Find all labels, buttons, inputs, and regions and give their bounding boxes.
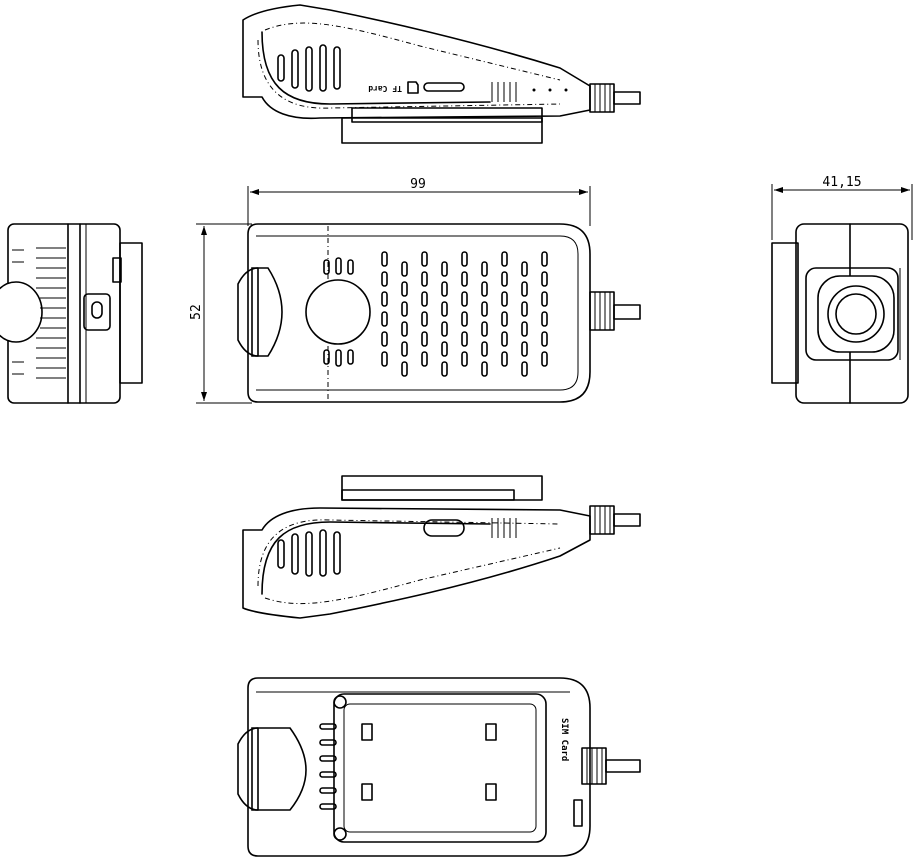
- bottom-side-view: [242, 475, 641, 619]
- vent-slot: [401, 321, 408, 337]
- sim-card-label: SIM Card: [559, 718, 569, 761]
- front-vent-slots: [381, 251, 548, 377]
- front-view: 99 52: [189, 177, 641, 404]
- bottom-vent-slots: [277, 529, 341, 577]
- dimension-depth: 41,15: [822, 175, 861, 190]
- vent-slot: [501, 311, 508, 327]
- vent-slot: [541, 311, 548, 327]
- vent-slot: [381, 291, 388, 307]
- front-led-slots: [323, 257, 354, 367]
- vent-slot: [381, 271, 388, 287]
- vent-slot: [401, 341, 408, 357]
- vent-slot: [501, 331, 508, 347]
- vent-slot: [501, 251, 508, 267]
- vent-slot: [401, 281, 408, 297]
- vent-slot: [481, 301, 488, 317]
- vent-slot: [441, 361, 448, 377]
- vent-slot: [421, 251, 428, 267]
- vent-slot: [381, 311, 388, 327]
- tf-card-label: TF Card: [368, 84, 402, 93]
- left-view: [0, 223, 143, 404]
- vent-slot: [501, 351, 508, 367]
- vent-slot: [541, 351, 548, 367]
- vent-slot: [421, 291, 428, 307]
- vent-slot: [521, 361, 528, 377]
- vent-slot: [541, 331, 548, 347]
- vent-slot: [401, 261, 408, 277]
- vent-slot: [501, 291, 508, 307]
- vent-slot: [481, 361, 488, 377]
- vent-slot: [461, 251, 468, 267]
- vent-slot: [481, 261, 488, 277]
- vent-slot: [481, 281, 488, 297]
- top-view: TF Card: [242, 4, 641, 144]
- dimension-height: 52: [189, 304, 204, 320]
- vent-slot: [501, 271, 508, 287]
- vent-slot: [481, 321, 488, 337]
- tf-card-slot: [423, 82, 465, 92]
- button-outline: [423, 519, 465, 537]
- vent-slot: [541, 251, 548, 267]
- top-grip-lines: [491, 82, 517, 102]
- vent-slot: [421, 311, 428, 327]
- vent-slot: [421, 331, 428, 347]
- vent-slot: [481, 341, 488, 357]
- dimension-length: 99: [410, 177, 426, 192]
- vent-slot: [461, 351, 468, 367]
- vent-slot: [441, 321, 448, 337]
- vent-slot: [461, 271, 468, 287]
- vent-slot: [521, 341, 528, 357]
- vent-slot: [461, 331, 468, 347]
- vent-slot: [441, 301, 448, 317]
- vent-slot: [381, 331, 388, 347]
- vent-slot: [381, 251, 388, 267]
- vent-slot: [541, 271, 548, 287]
- vent-slot: [521, 321, 528, 337]
- vent-slot: [521, 261, 528, 277]
- vent-slot: [381, 351, 388, 367]
- vent-slot: [441, 281, 448, 297]
- top-vent-slots: [277, 44, 341, 92]
- vent-slot: [441, 341, 448, 357]
- left-fins: [12, 247, 66, 379]
- back-view: SIM Card: [237, 677, 641, 857]
- right-view: 41,15: [771, 175, 913, 404]
- vent-slot: [541, 291, 548, 307]
- vent-slot: [521, 301, 528, 317]
- vent-slot: [461, 291, 468, 307]
- bottom-grip-lines: [491, 518, 517, 538]
- vent-slot: [401, 361, 408, 377]
- vent-slot: [441, 261, 448, 277]
- back-led-slots: [319, 723, 337, 810]
- vent-slot: [421, 351, 428, 367]
- vent-slot: [421, 271, 428, 287]
- vent-slot: [461, 311, 468, 327]
- tf-card-icon: [407, 81, 419, 94]
- vent-slot: [521, 281, 528, 297]
- vent-slot: [401, 301, 408, 317]
